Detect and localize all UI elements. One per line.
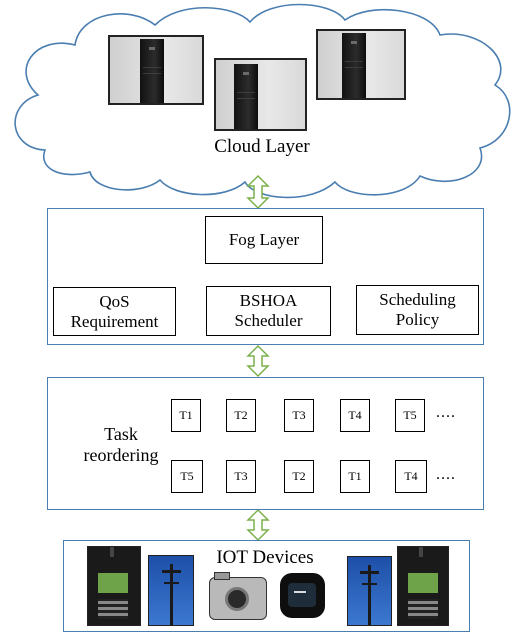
scheduling-policy-label: Scheduling Policy bbox=[379, 290, 456, 329]
fog-tasks-link-arrow bbox=[246, 344, 270, 378]
task-row1-ellipsis: .... bbox=[436, 404, 456, 421]
fog-layer-title: Fog Layer bbox=[228, 230, 300, 250]
cloud-server-1 bbox=[108, 35, 204, 105]
task-row2-item-1: T5 bbox=[171, 460, 203, 493]
cell-tower-icon bbox=[148, 555, 194, 626]
smartwatch-icon bbox=[280, 573, 325, 618]
tasks-iot-link-arrow bbox=[246, 508, 270, 542]
task-row2-ellipsis: .... bbox=[436, 466, 456, 483]
mobile-phone-icon bbox=[397, 546, 449, 626]
scheduler-box: BSHOA Scheduler bbox=[206, 286, 331, 336]
task-row2-item-4: T1 bbox=[340, 460, 370, 493]
task-row1-item-1: T1 bbox=[171, 399, 201, 432]
iot-devices-label: IOT Devices bbox=[216, 547, 314, 568]
scheduler-label: BSHOA Scheduler bbox=[234, 291, 303, 330]
cell-tower-icon bbox=[347, 556, 392, 626]
task-row1-item-5: T5 bbox=[395, 399, 425, 432]
scheduling-policy-box: Scheduling Policy bbox=[356, 285, 479, 335]
task-row2-item-3: T2 bbox=[284, 460, 314, 493]
task-row1-item-4: T4 bbox=[340, 399, 370, 432]
task-reordering-label: Task reordering bbox=[74, 424, 168, 466]
mobile-phone-icon bbox=[87, 546, 141, 626]
cloud-server-2 bbox=[214, 58, 307, 131]
cloud-layer-label: Cloud Layer bbox=[214, 136, 310, 157]
fog-layer-box: Fog Layer bbox=[205, 216, 323, 264]
task-row2-item-5: T4 bbox=[395, 460, 427, 493]
qos-requirement-label: QoS Requirement bbox=[70, 291, 159, 331]
task-row1-item-3: T3 bbox=[284, 399, 314, 432]
task-row1-item-2: T2 bbox=[226, 399, 256, 432]
cloud-server-3 bbox=[316, 29, 406, 100]
qos-requirement-box: QoS Requirement bbox=[53, 287, 176, 336]
task-row2-item-2: T3 bbox=[226, 460, 256, 493]
camera-icon bbox=[209, 572, 267, 620]
